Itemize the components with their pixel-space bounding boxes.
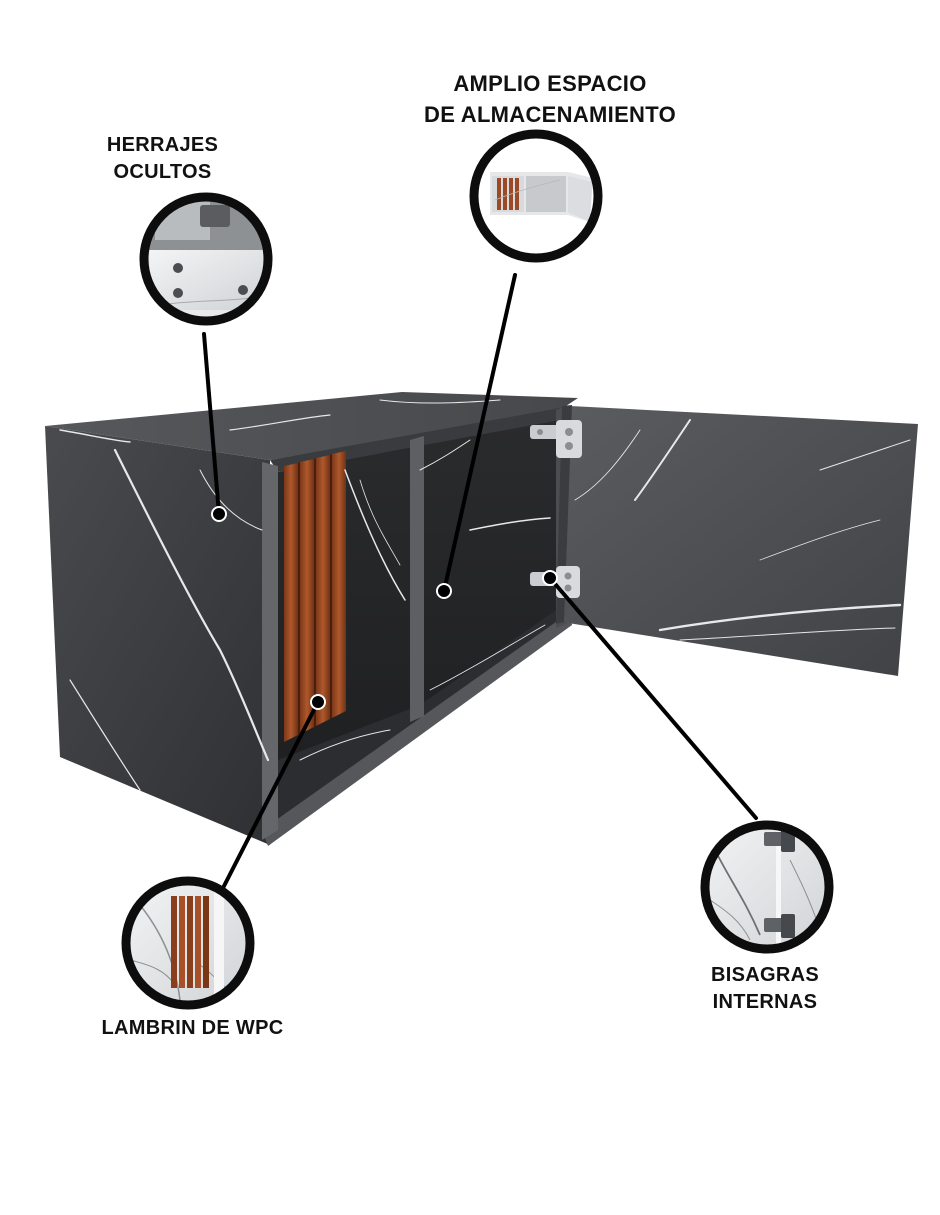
label-line: INTERNAS xyxy=(712,991,818,1013)
label-amplio-espacio: AMPLIO ESPACIO DE ALMACENAMIENTO xyxy=(380,68,720,130)
wpc-slats xyxy=(284,451,346,742)
anchor-dot xyxy=(542,570,558,586)
detail-ring xyxy=(700,820,834,954)
marble-veins xyxy=(59,399,551,791)
cabinet-top-panel xyxy=(45,392,578,460)
detail-ring xyxy=(139,192,273,326)
label-bisagras-internas: BISAGRAS INTERNAS xyxy=(680,962,850,1016)
leader-bisagras xyxy=(548,576,758,820)
label-line: AMPLIO ESPACIO xyxy=(453,71,647,96)
detail-circle-amplio xyxy=(469,129,603,263)
label-line: OCULTOS xyxy=(113,161,212,183)
label-line: LAMBRIN DE WPC xyxy=(101,1017,284,1039)
detail-circle-bisagras xyxy=(700,820,834,954)
cabinet-door xyxy=(562,406,918,676)
hinge-top-icon xyxy=(530,420,582,458)
anchor-dots xyxy=(211,506,558,710)
cabinet xyxy=(45,392,918,846)
label-line: BISAGRAS xyxy=(711,964,819,986)
detail-ring xyxy=(121,876,255,1010)
cabinet-divider xyxy=(410,436,424,722)
anchor-dot xyxy=(310,694,326,710)
detail-circle-lambrin xyxy=(121,876,255,1010)
leader-amplio xyxy=(442,273,517,593)
leader-lambrin xyxy=(221,700,320,890)
cabinet-left-panel xyxy=(45,426,270,845)
label-herrajes-ocultos: HERRAJES OCULTOS xyxy=(80,132,245,186)
label-lambrin-wpc: LAMBRIN DE WPC xyxy=(70,1015,315,1042)
leader-lines xyxy=(202,273,758,890)
anchor-dot xyxy=(436,583,452,599)
detail-ring xyxy=(469,129,603,263)
leader-herrajes xyxy=(202,332,221,516)
detail-circle-herrajes xyxy=(139,192,273,326)
label-line: HERRAJES xyxy=(106,134,219,156)
label-line: DE ALMACENAMIENTO xyxy=(424,102,676,127)
anchor-dot xyxy=(211,506,227,522)
